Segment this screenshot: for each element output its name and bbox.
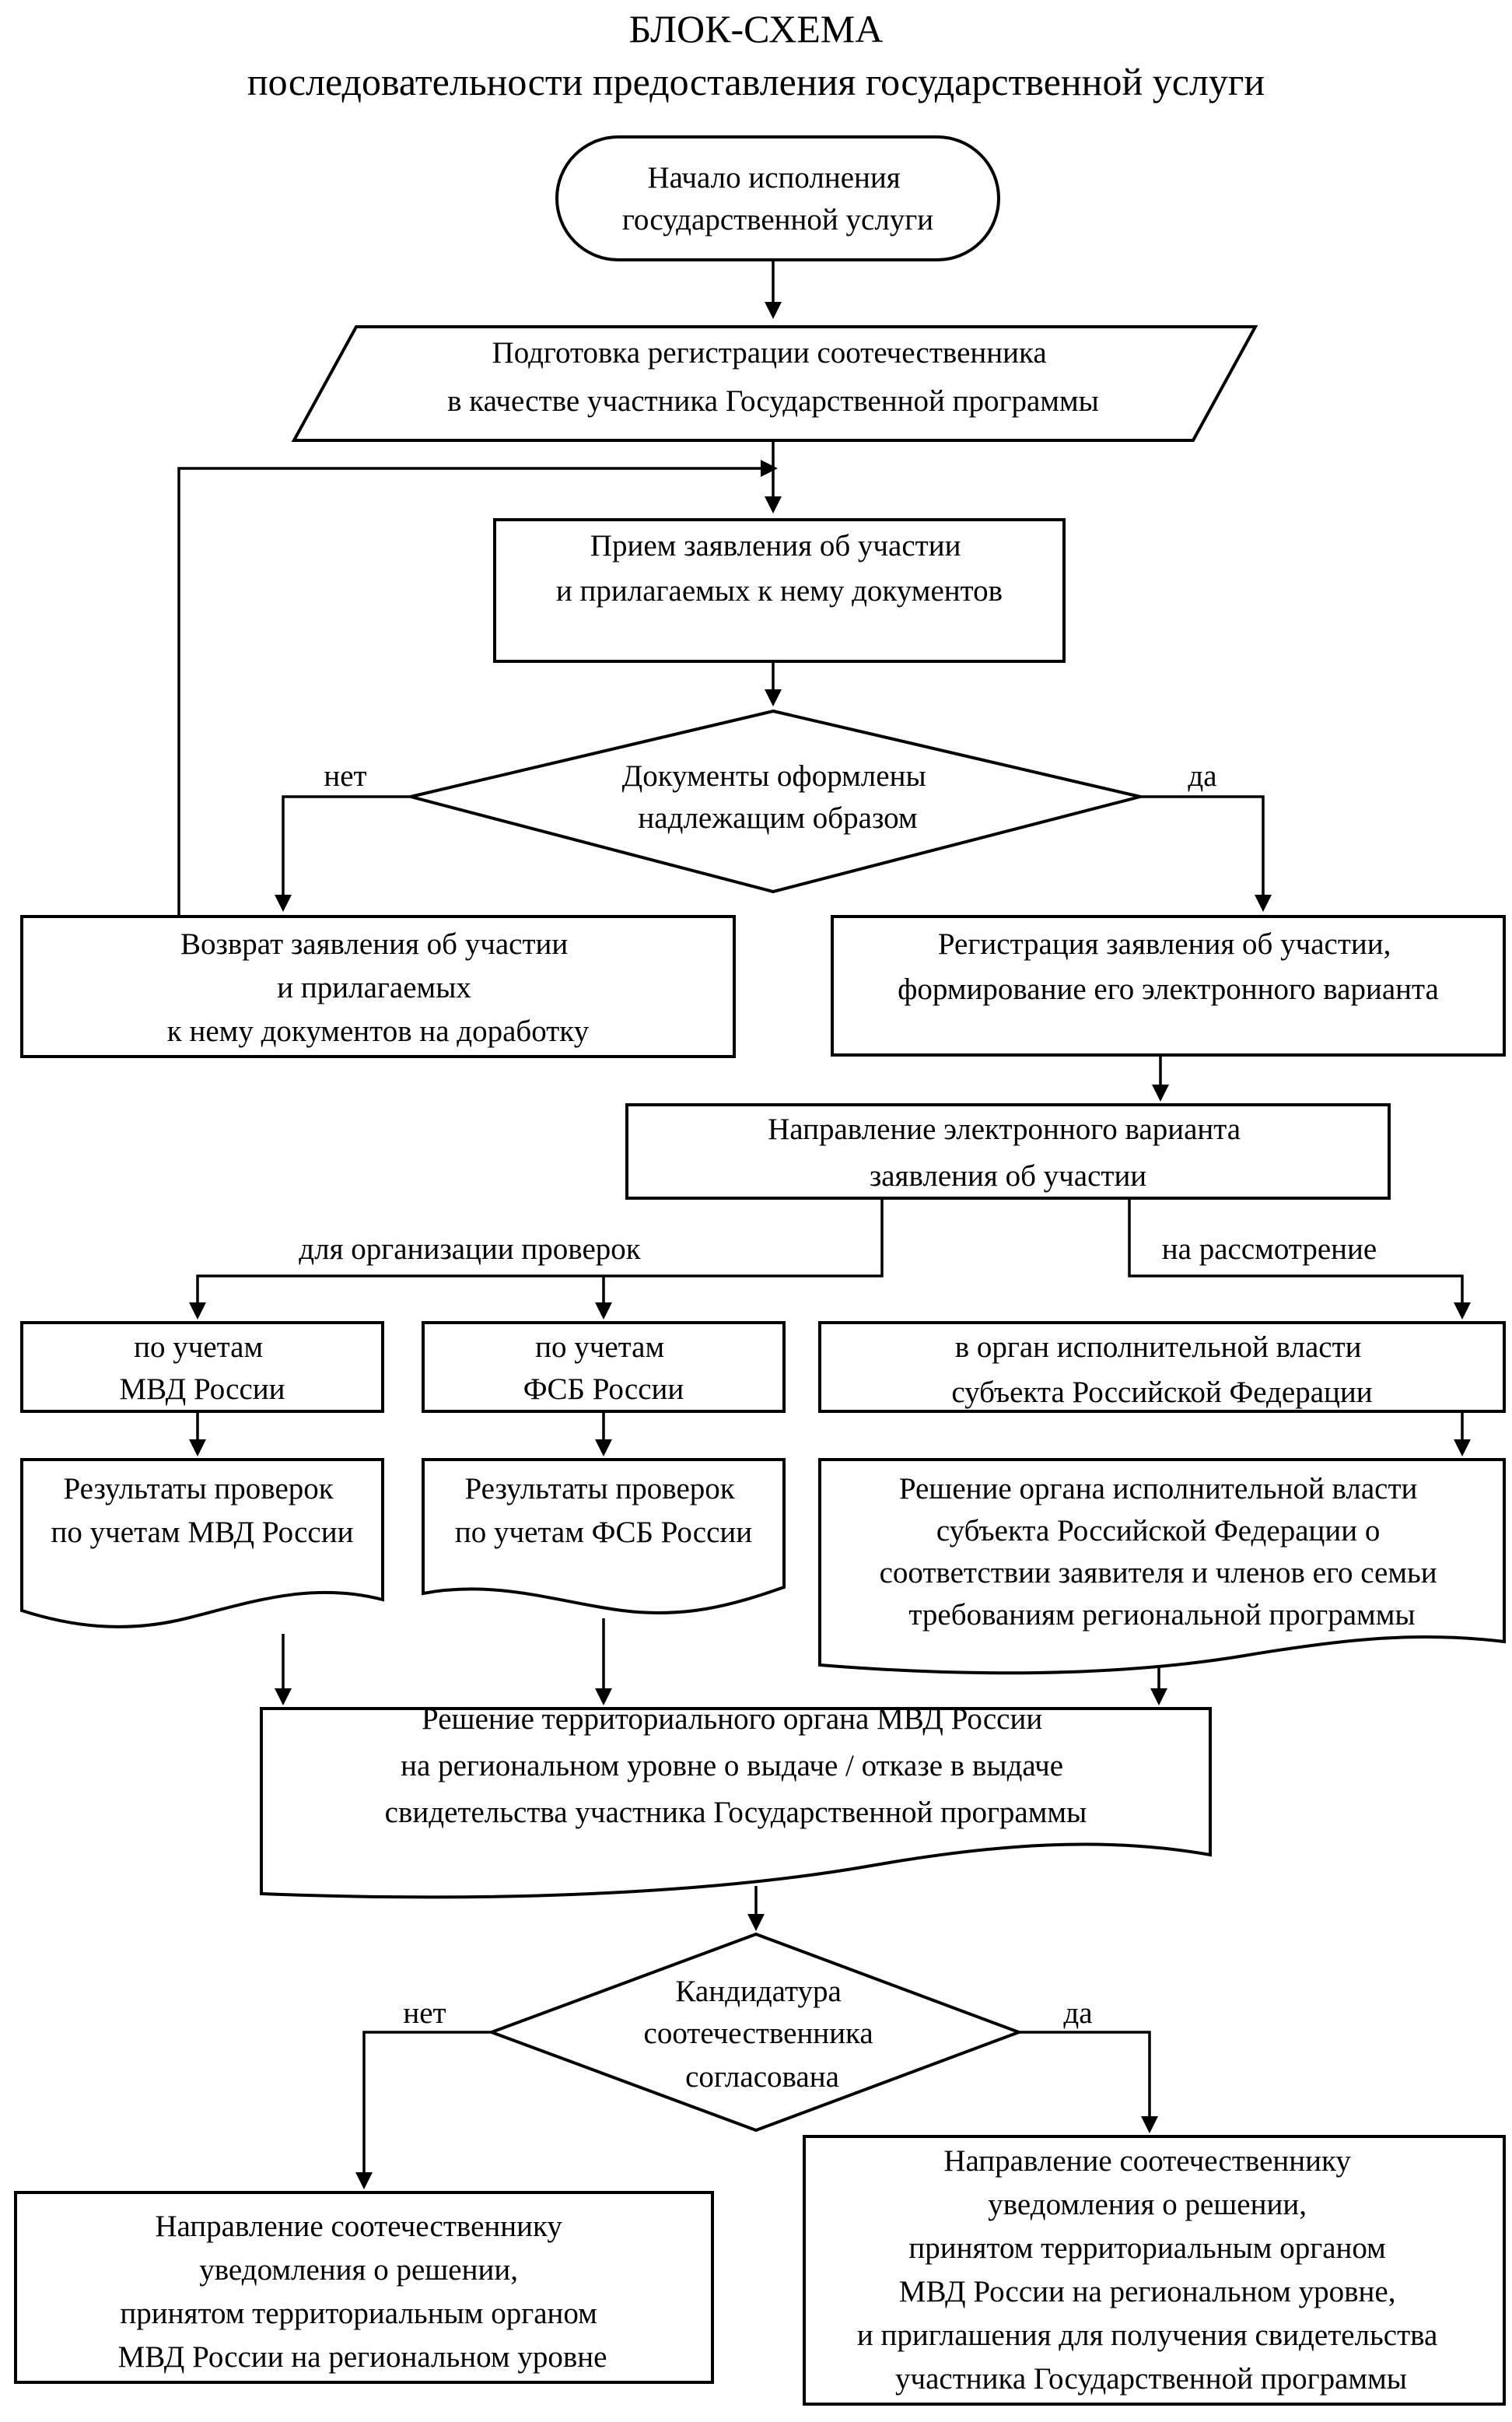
receive-process: [493, 518, 1066, 663]
arrowhead: [1152, 1085, 1169, 1102]
arrow-decision2-yes: [1019, 2031, 1151, 2129]
arrowhead: [1454, 1439, 1471, 1456]
arrowhead: [189, 1302, 206, 1320]
arrowhead: [355, 2172, 373, 2189]
region-decision-text: Решение органа исполнительной власти суб…: [880, 1472, 1445, 1632]
arrowhead: [1141, 2116, 1158, 2133]
split-checks: [196, 1198, 884, 1315]
arrowhead: [765, 689, 782, 706]
fsb-results-document: [422, 1458, 786, 1615]
mvd-results-text: Результаты проверок по учетам МВД России: [51, 1472, 354, 1549]
arrowhead: [595, 1302, 612, 1320]
send-text: Направление электронного варианта заявле…: [768, 1113, 1248, 1193]
arrowheads: [189, 302, 1471, 2189]
arrowhead: [275, 1688, 292, 1705]
send-process: [625, 1103, 1391, 1200]
arrowhead: [275, 895, 292, 912]
loop-return-receive: [177, 467, 773, 915]
arrowhead: [189, 1439, 206, 1456]
start-terminator: [555, 135, 1000, 261]
arrow-decision2-no: [362, 2031, 492, 2185]
fsb-check-process: [422, 1321, 786, 1413]
decision1-no-label: нет: [324, 759, 366, 793]
decision2-no-label: нет: [403, 1996, 446, 2030]
arrowhead: [595, 1688, 612, 1705]
mvd-check-process: [20, 1321, 384, 1413]
region-organ-text: в орган исполнительной власти субъекта Р…: [951, 1330, 1372, 1409]
arrowhead: [761, 460, 778, 477]
arrowhead: [1150, 1688, 1167, 1705]
mvd-results-document: [20, 1458, 384, 1628]
register-text: Регистрация заявления об участии, формир…: [898, 927, 1439, 1006]
arrowhead: [765, 496, 782, 513]
prepare-parallelogram: [291, 325, 1258, 442]
decision1-yes-label: да: [1188, 759, 1216, 793]
notify-no-process: [14, 2191, 714, 2384]
arrowhead: [1255, 895, 1272, 912]
region-organ-process: [818, 1321, 1506, 1413]
mvd-decision-document: [260, 1707, 1212, 1899]
decision1-diamond: [410, 709, 1141, 894]
decision2-text: Кандидатура соотечественника согласована: [644, 1975, 881, 2094]
receive-text: Прием заявления об участии и прилагаемых…: [556, 529, 1003, 608]
mvd-decision-text: Решение территориального органа МВД Росс…: [385, 1702, 1087, 1829]
notify-no-text: Направление соотечественнику уведомления…: [118, 2210, 607, 2374]
prepare-text: Подготовка регистрации соотечественника …: [447, 336, 1099, 418]
arrowhead: [765, 302, 782, 319]
fsb-check-text: по учетам ФСБ России: [523, 1330, 684, 1406]
arrowhead: [595, 1439, 612, 1456]
start-text: Начало исполнения государственной услуги: [622, 161, 933, 237]
notify-yes-text: Направление соотечественнику уведомления…: [857, 2144, 1445, 2396]
split-review: [1128, 1198, 1464, 1315]
arrow-decision1-yes: [1140, 795, 1265, 907]
decision1-text: Документы оформлены надлежащим образом: [622, 759, 934, 835]
chart-title: БЛОК-СХЕМА: [629, 7, 884, 51]
decision2-yes-label: да: [1063, 1996, 1092, 2030]
register-process: [831, 915, 1506, 1057]
mvd-check-text: по учетам МВД России: [119, 1330, 285, 1406]
decision2-diamond: [487, 1932, 1024, 2133]
arrow-decision1-no: [282, 795, 411, 907]
checks-branch-label: для организации проверок: [299, 1232, 640, 1266]
notify-yes-process: [803, 2135, 1506, 2406]
chart-subtitle: последовательности предоставления госуда…: [247, 60, 1265, 103]
region-decision-document: [818, 1458, 1506, 1675]
return-text: Возврат заявления об участии и прилагаем…: [167, 927, 590, 1048]
fsb-results-text: Результаты проверок по учетам ФСБ России: [455, 1472, 752, 1549]
review-branch-label: на рассмотрение: [1162, 1232, 1377, 1266]
return-process: [20, 915, 736, 1058]
arrowhead: [1454, 1302, 1471, 1320]
arrowhead: [747, 1914, 765, 1931]
